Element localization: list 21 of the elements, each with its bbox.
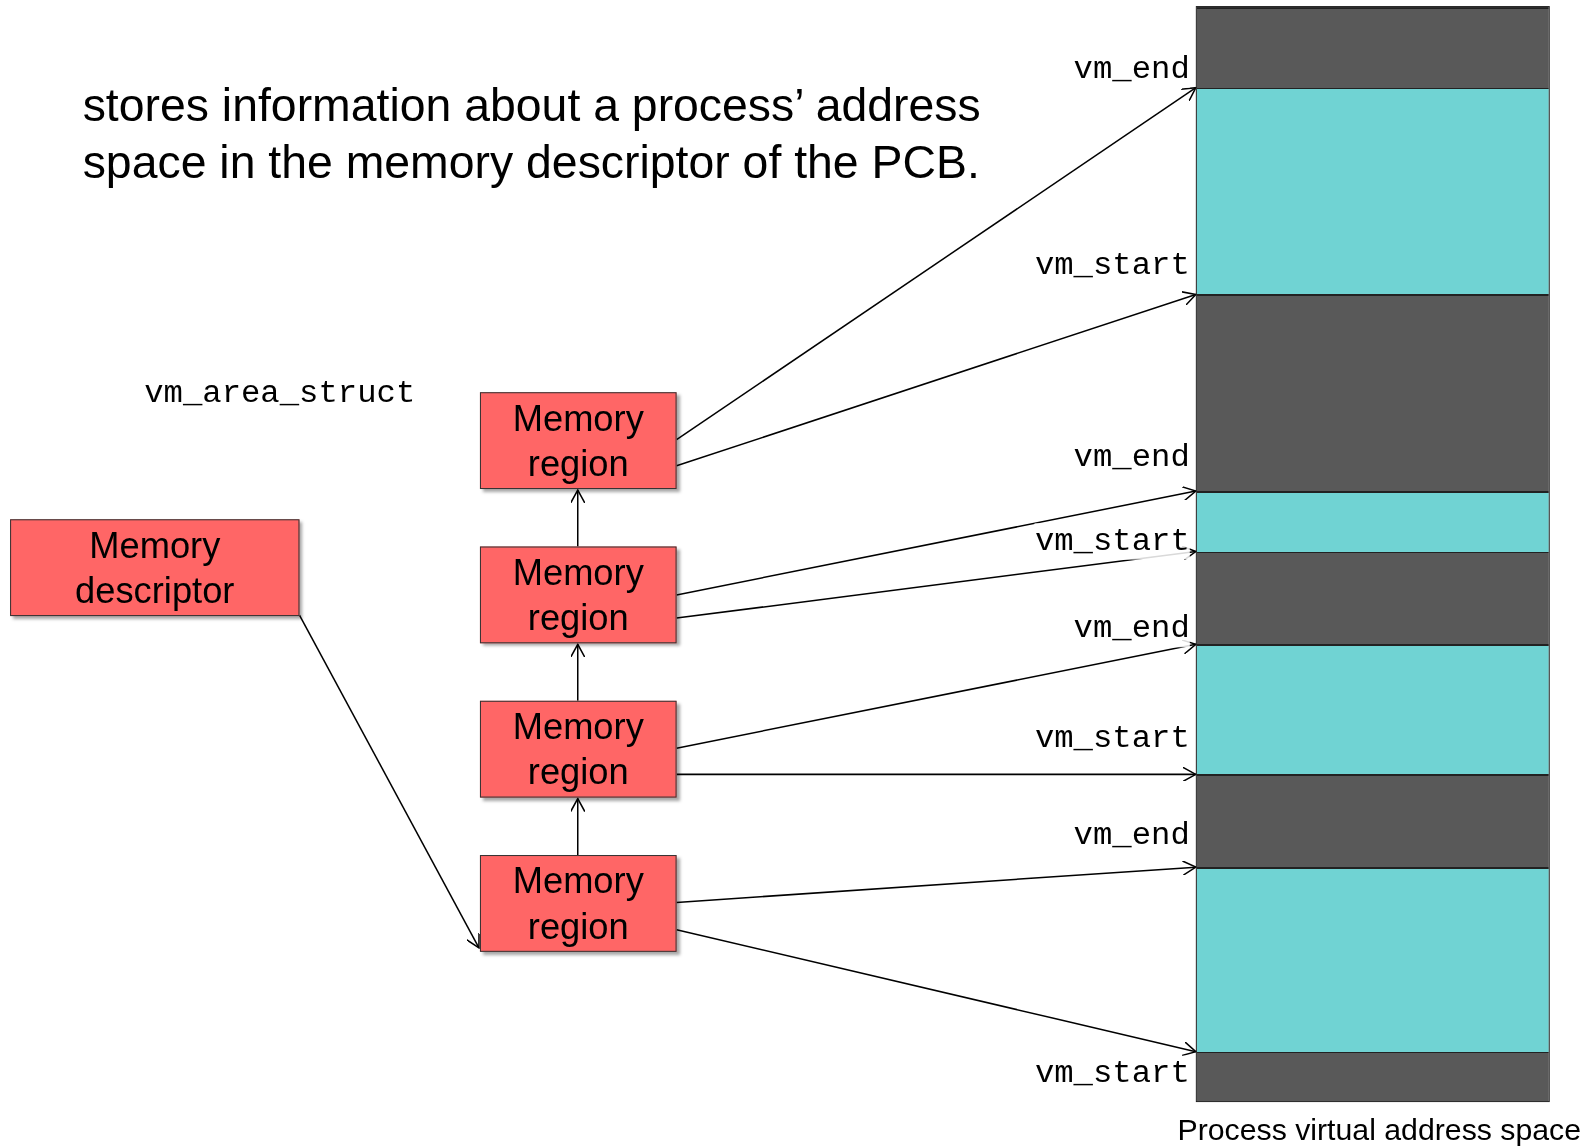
arrow xyxy=(675,928,1197,1057)
arrow xyxy=(675,485,1197,596)
struct-label: vm_area_struct xyxy=(144,375,416,413)
title-text: stores information about a process’ address space in the memory descriptor of the PCB. xyxy=(82,77,982,191)
edge-label: vm_start xyxy=(1034,523,1190,560)
descriptor-box: Memory descriptor xyxy=(10,519,300,617)
bar-caption: Process virtual address space xyxy=(1177,1113,1581,1148)
arrow xyxy=(569,643,586,702)
arrow xyxy=(675,639,1197,749)
region-box: Memory region xyxy=(479,392,677,490)
region-box: Memory region xyxy=(479,855,677,952)
arrow xyxy=(675,766,1197,783)
arrow xyxy=(675,860,1197,904)
arrow xyxy=(569,797,586,856)
region-box: Memory region xyxy=(479,700,677,798)
arrow xyxy=(675,86,1197,441)
arrow xyxy=(675,291,1197,467)
arrow xyxy=(298,614,480,949)
edge-label: vm_end xyxy=(1073,611,1190,648)
arrow xyxy=(569,489,586,548)
region-box: Memory region xyxy=(479,546,677,644)
